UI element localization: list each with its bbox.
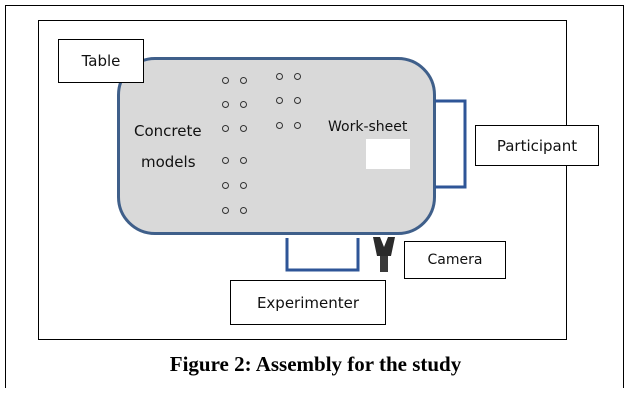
concrete-model-dot (222, 182, 229, 189)
concrete-model-dot (222, 101, 229, 108)
concrete-model-dot (222, 157, 229, 164)
camera-icon (373, 237, 395, 272)
room-frame (38, 20, 567, 340)
experimenter-label: Experimenter (256, 293, 360, 312)
worksheet-sheet (366, 139, 410, 169)
experimenter-label-box: Experimenter (230, 280, 386, 325)
camera-label: Camera (427, 252, 483, 268)
participant-bracket (435, 99, 467, 189)
concrete-model-dot (222, 125, 229, 132)
concrete-model-dot (240, 101, 247, 108)
figure-border (5, 5, 624, 388)
concrete-model-dot (240, 157, 247, 164)
participant-label-box: Participant (475, 125, 599, 166)
worksheet-label: Work-sheet (328, 119, 408, 135)
concrete-model-dot (222, 77, 229, 84)
concrete-model-dot (240, 125, 247, 132)
figure-caption: Figure 2: Assembly for the study (169, 352, 462, 376)
concrete-label-line2: models (141, 153, 196, 171)
experimenter-bracket (285, 238, 360, 272)
concrete-model-dot (294, 97, 301, 104)
concrete-model-dot (294, 73, 301, 80)
concrete-model-dot (276, 97, 283, 104)
participant-label: Participant (496, 136, 578, 155)
table-label: Table (81, 52, 121, 70)
concrete-label-line1: Concrete (134, 122, 202, 140)
concrete-model-dot (240, 182, 247, 189)
concrete-model-dot (294, 122, 301, 129)
concrete-model-dot (276, 73, 283, 80)
table-label-box: Table (58, 39, 144, 83)
concrete-model-dot (222, 207, 229, 214)
camera-label-box: Camera (404, 241, 506, 279)
concrete-model-dot (276, 122, 283, 129)
concrete-model-dot (240, 207, 247, 214)
concrete-model-dot (240, 77, 247, 84)
